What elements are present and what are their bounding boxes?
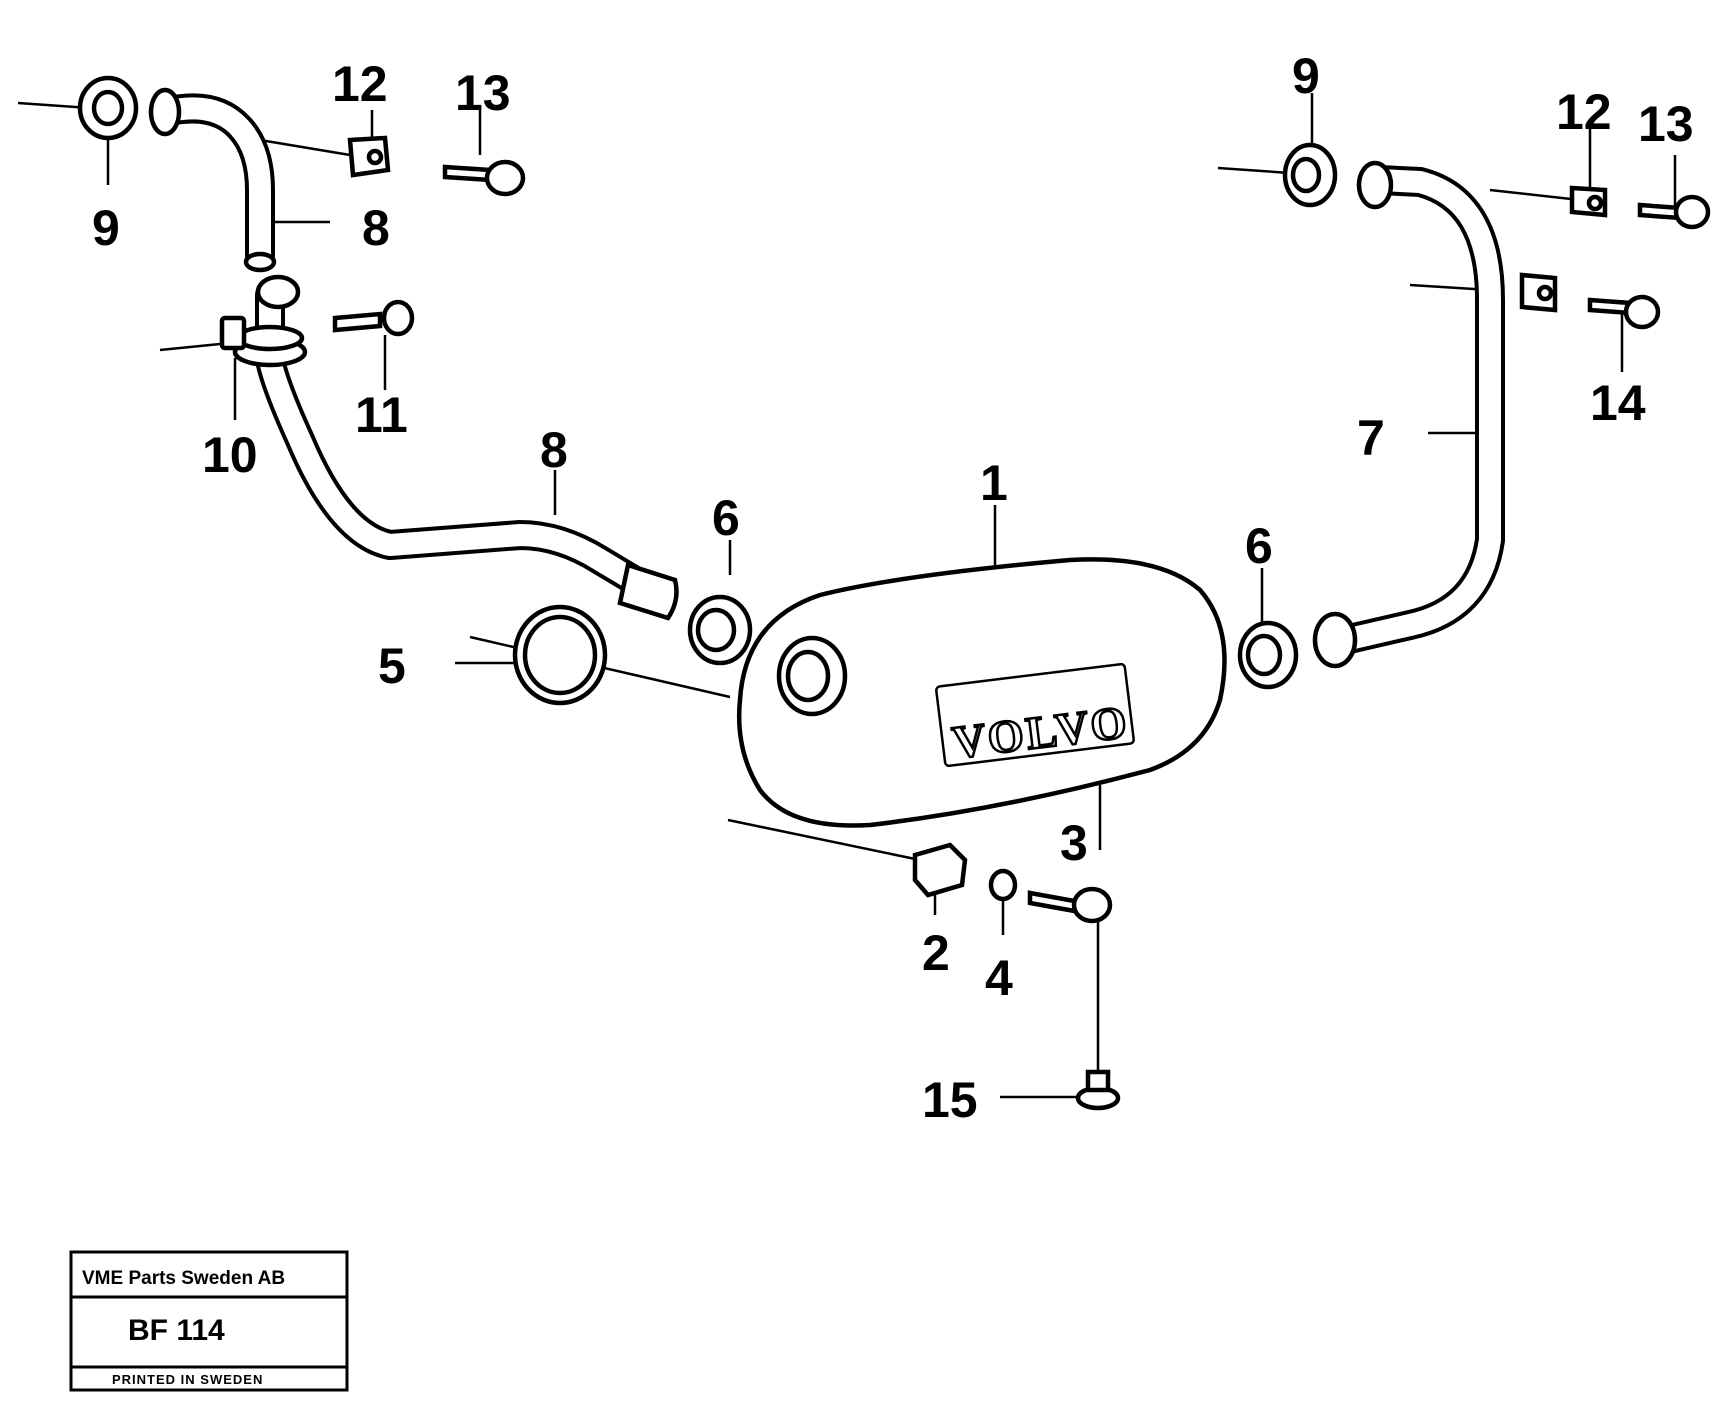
callout-13-right: 13 xyxy=(1638,96,1694,152)
callout-1: 1 xyxy=(980,455,1008,511)
callout-12-left: 12 xyxy=(332,56,388,112)
callout-7: 7 xyxy=(1357,410,1385,466)
callout-13-left: 13 xyxy=(455,65,511,121)
callout-6-right: 6 xyxy=(1245,518,1273,574)
right-pipe-7 xyxy=(1312,160,1505,669)
seal-6-left xyxy=(687,594,753,666)
callout-12-right: 12 xyxy=(1556,84,1612,140)
screw-13-right xyxy=(1637,194,1711,230)
screw-3 xyxy=(1027,886,1113,924)
stamp-printed: PRINTED IN SWEDEN xyxy=(112,1372,263,1387)
callout-4: 4 xyxy=(985,950,1013,1006)
callout-9-right: 9 xyxy=(1292,48,1320,104)
clip-12-left xyxy=(347,135,391,178)
callout-8-mid: 8 xyxy=(540,422,568,478)
callout-6-left: 6 xyxy=(712,490,740,546)
callout-3: 3 xyxy=(1060,815,1088,871)
stamp-company: VME Parts Sweden AB xyxy=(82,1268,285,1289)
callout-2: 2 xyxy=(922,925,950,981)
callout-15: 15 xyxy=(922,1072,978,1128)
callout-14: 14 xyxy=(1590,375,1646,431)
washer-4 xyxy=(988,868,1018,902)
clip-14 xyxy=(1519,272,1558,313)
bracket-2 xyxy=(912,842,968,898)
clip-12-right xyxy=(1569,185,1608,218)
upper-left-pipe xyxy=(148,87,277,273)
screw-14 xyxy=(1587,294,1661,330)
callouts: 1 2 3 4 5 6 6 7 8 8 9 9 10 11 12 12 13 1… xyxy=(92,48,1694,1128)
left-long-pipe xyxy=(232,274,679,621)
stamp-code: BF 114 xyxy=(128,1314,225,1347)
callout-11: 11 xyxy=(355,387,408,443)
seal-6-right xyxy=(1237,620,1299,690)
callout-5: 5 xyxy=(378,638,406,694)
o-ring-5 xyxy=(512,604,608,706)
stamp-box: VME Parts Sweden AB BF 114 PRINTED IN SW… xyxy=(69,1250,349,1392)
plug-15 xyxy=(1075,1069,1121,1111)
canister-1: VOLVO xyxy=(736,557,1227,828)
clamp-10 xyxy=(219,315,247,351)
seal-9-right xyxy=(1282,142,1338,208)
seal-9-left xyxy=(77,75,139,141)
callout-8-top: 8 xyxy=(362,200,390,256)
screw-11 xyxy=(332,299,415,337)
screw-13-left xyxy=(442,159,526,197)
callout-9-left: 9 xyxy=(92,200,120,256)
callout-10: 10 xyxy=(202,427,258,483)
